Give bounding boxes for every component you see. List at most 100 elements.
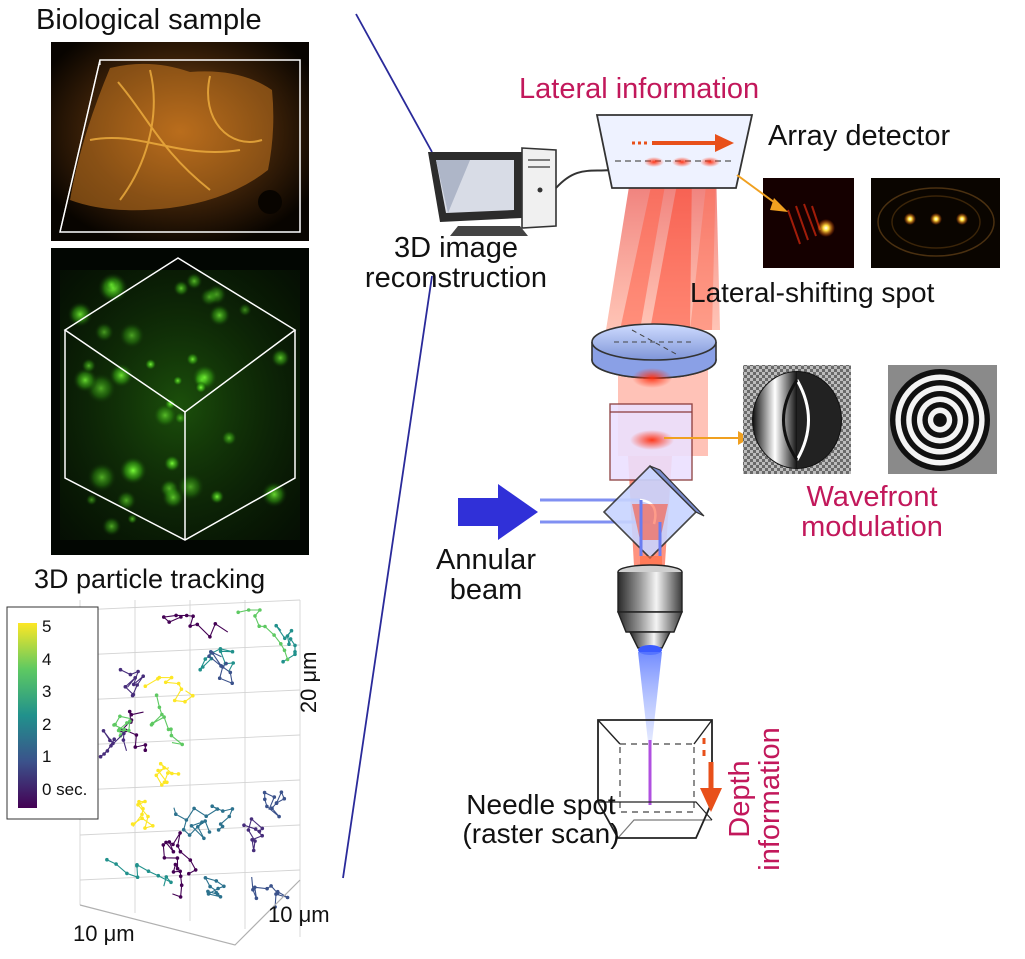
particle-position <box>135 863 139 868</box>
particle-position <box>162 780 167 785</box>
particle-position <box>151 824 155 828</box>
particle-position <box>253 827 258 831</box>
particle-position <box>135 875 140 879</box>
wavefront-modulation-label: Wavefront modulation <box>772 482 972 543</box>
sample-cuvette <box>597 719 713 839</box>
particle-position <box>179 687 184 691</box>
particle-position <box>282 796 287 801</box>
particle-position <box>98 754 103 759</box>
green-fluorescent-blob <box>221 430 238 446</box>
particle-position <box>129 712 134 717</box>
particle-position <box>228 670 233 675</box>
particle-position <box>178 869 182 874</box>
particle-position <box>272 795 277 799</box>
particle-position <box>164 840 168 845</box>
particle-position <box>230 807 235 811</box>
particle-position <box>122 727 126 732</box>
particle-position <box>251 887 255 892</box>
particle-position <box>169 733 174 738</box>
green-fluorescent-blob <box>173 280 190 297</box>
psf-image-single <box>763 178 854 268</box>
particle-position <box>293 643 297 648</box>
particle-position <box>172 698 177 703</box>
particle-position <box>141 674 145 678</box>
particle-position <box>203 876 208 880</box>
particle-position <box>146 814 150 819</box>
dichroic-mirror <box>602 464 705 560</box>
green-fluorescent-blob <box>101 516 122 537</box>
colorbar <box>18 623 37 808</box>
particle-position <box>171 849 176 854</box>
particle-position <box>222 884 226 889</box>
particle-position <box>181 827 186 832</box>
particle-position <box>128 672 133 677</box>
particle-position <box>127 709 132 714</box>
green-fluorescent-blob <box>209 489 225 505</box>
particle-position <box>215 807 220 811</box>
particle-position <box>210 651 215 655</box>
particle-position <box>270 806 274 810</box>
particle-position <box>218 895 223 899</box>
scale-10um-bottom-label: 10 μm <box>73 921 135 946</box>
particle-position <box>102 752 106 756</box>
particle-position <box>137 799 141 804</box>
biological-sample-label: Biological sample <box>36 4 262 36</box>
particle-position <box>161 843 166 847</box>
particle-position <box>166 771 170 775</box>
particle-position <box>191 614 195 618</box>
particle-position <box>158 761 163 766</box>
particle-position <box>208 884 212 889</box>
wavefront-line1: Wavefront <box>806 481 938 513</box>
particle-position <box>289 628 294 633</box>
particle-position <box>149 723 154 727</box>
particle-position <box>207 830 212 834</box>
particle-position <box>154 773 159 778</box>
particle-position <box>156 873 161 878</box>
green-fluorescent-blob <box>105 278 118 291</box>
particle-position <box>210 804 214 808</box>
particle-position <box>263 624 267 629</box>
scale-20um-label: 20 μm <box>296 652 321 714</box>
green-fluorescent-blob <box>67 301 93 328</box>
particle-position <box>193 868 198 872</box>
particle-position <box>206 889 210 894</box>
particle-position <box>202 836 206 841</box>
particle-position <box>274 623 279 628</box>
particle-position <box>167 620 171 624</box>
connector-line-bottom <box>342 275 433 879</box>
particle-position <box>236 610 240 615</box>
particle-position <box>249 817 254 821</box>
particle-position <box>178 895 183 899</box>
particle-position <box>285 634 290 638</box>
particle-position <box>285 895 290 900</box>
particle-position <box>230 649 235 654</box>
particle-position <box>215 892 220 897</box>
particle-position <box>265 886 269 891</box>
particle-position <box>105 749 110 753</box>
particle-position <box>184 818 189 822</box>
particle-position <box>143 799 147 804</box>
particle-position <box>260 833 265 838</box>
particle-position <box>116 728 121 733</box>
computer-icon <box>428 147 557 236</box>
particle-position <box>143 748 148 752</box>
particle-position <box>242 823 246 827</box>
particle-position <box>220 824 225 829</box>
lateral-shifting-spot-label: Lateral-shifting spot <box>690 277 935 308</box>
particle-position <box>230 681 234 685</box>
particle-position <box>260 826 265 831</box>
particle-position <box>112 737 116 741</box>
particle-position <box>118 733 123 738</box>
colorbar-tick-1: 4 <box>42 649 52 669</box>
particle-position <box>213 622 218 626</box>
spatial-light-modulator <box>609 403 693 481</box>
particle-tracking-plot <box>6 595 301 946</box>
particle-position <box>200 820 204 824</box>
particle-position <box>263 797 267 802</box>
green-fluorescent-blob <box>208 304 231 327</box>
needle-focus-cone <box>638 652 662 760</box>
needle-line2: (raster scan) <box>462 818 620 850</box>
particle-position <box>175 856 180 860</box>
particle-position <box>170 771 174 776</box>
particle-position <box>127 728 131 733</box>
